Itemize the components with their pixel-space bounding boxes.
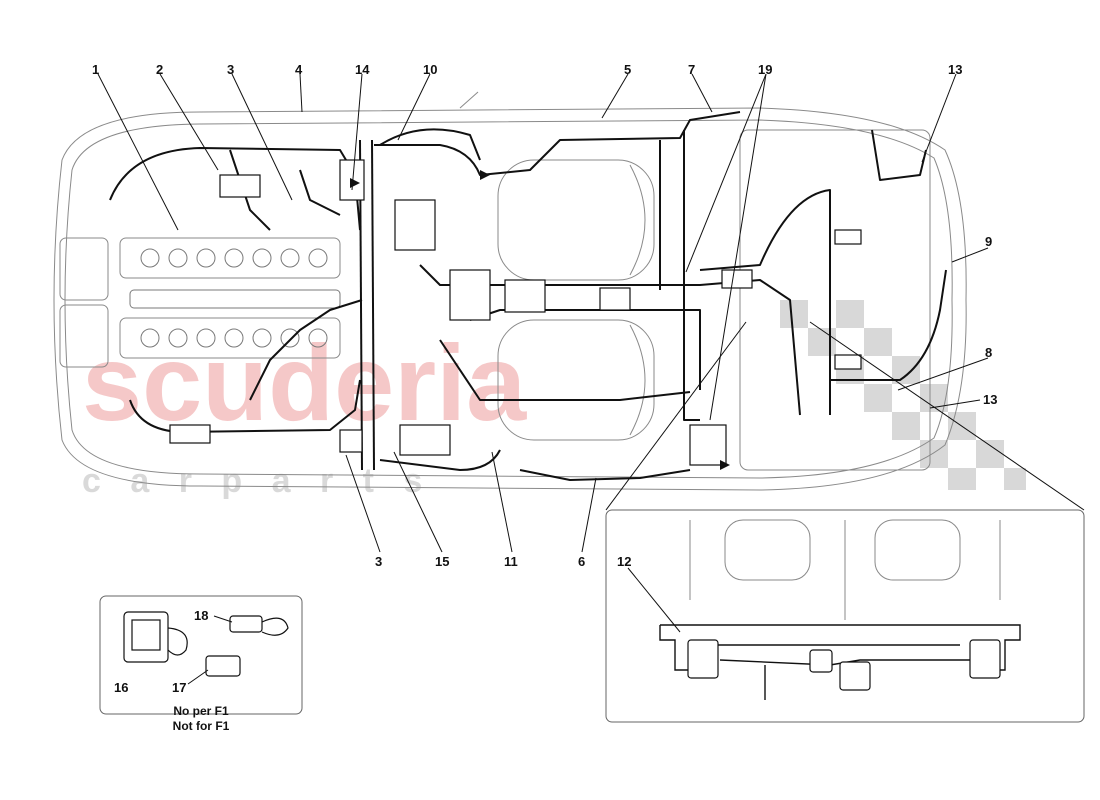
callout-7: 7 (688, 62, 695, 77)
callout-9: 9 (985, 234, 992, 249)
callout-12: 12 (617, 554, 631, 569)
callout-19: 19 (758, 62, 772, 77)
callout-14: 14 (355, 62, 370, 77)
car-body (53, 91, 967, 491)
callout-11: 11 (504, 554, 518, 569)
callout-13-right: 13 (983, 392, 997, 407)
callout-17: 17 (172, 680, 186, 695)
callout-16: 16 (114, 680, 128, 695)
callout-5: 5 (624, 62, 631, 77)
callout-8: 8 (985, 345, 992, 360)
callout-labels: 1 2 3 4 14 10 5 7 19 13 9 8 13 3 15 11 6… (92, 62, 997, 695)
watermark-sub: c a r p a r t s (82, 462, 432, 500)
inset-caption: No per F1 Not for F1 (100, 704, 302, 734)
watermark: scuderia c a r p a r t s (82, 300, 1026, 500)
rear-detail-inset (605, 509, 1085, 723)
callout-15: 15 (435, 554, 449, 569)
watermark-brand: scuderia (82, 322, 527, 443)
callout-1: 1 (92, 62, 99, 77)
connector-detail-inset (99, 595, 303, 715)
callout-2: 2 (156, 62, 163, 77)
callout-4: 4 (295, 62, 303, 77)
callout-3: 3 (227, 62, 234, 77)
callout-18: 18 (194, 608, 208, 623)
inset-caption-line1: No per F1 (173, 704, 229, 718)
callout-10: 10 (423, 62, 437, 77)
checker-flag (780, 300, 1026, 490)
callout-6: 6 (578, 554, 585, 569)
leader-lines (97, 73, 1085, 553)
callout-13-top: 13 (948, 62, 962, 77)
inset-caption-line2: Not for F1 (172, 719, 230, 733)
callout-3-bottom: 3 (375, 554, 382, 569)
engine-cylinders (129, 248, 341, 348)
